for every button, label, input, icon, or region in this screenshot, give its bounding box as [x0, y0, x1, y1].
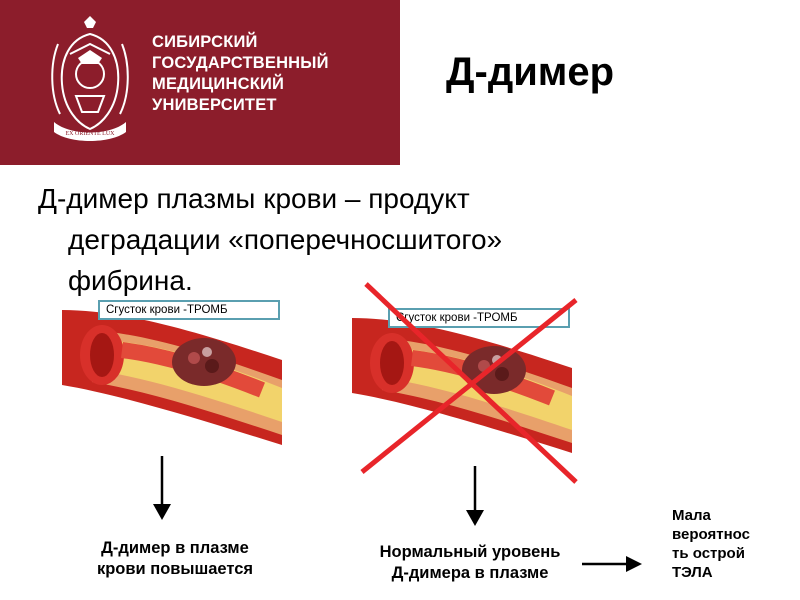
blood-vessel-icon	[352, 318, 572, 453]
caption-line: Д-димер в плазме	[101, 539, 249, 557]
university-emblem-icon: EX ORIENTE LUX	[51, 16, 129, 141]
university-name-line: ГОСУДАРСТВЕННЫЙ	[152, 54, 329, 72]
definition-text: Д-димер плазмы крови – продукт деградаци…	[38, 178, 638, 301]
caption-line: Д-димера в плазме	[391, 564, 549, 582]
slide-title: Д-димер	[446, 50, 615, 94]
vessel-illustration-right: Сгусток крови -ТРОМБ	[352, 308, 572, 453]
arrow-down-icon	[153, 456, 171, 520]
cross-out-icon	[360, 282, 578, 484]
thrombus-label: Сгусток крови -ТРОМБ	[98, 300, 280, 320]
university-name-line: МЕДИЦИНСКИЙ	[152, 75, 285, 93]
conclusion-line: ТЭЛА	[672, 564, 713, 581]
caption-line: Нормальный уровень	[379, 543, 561, 561]
conclusion-note: Мала вероятнос ть острой ТЭЛА	[672, 506, 792, 582]
definition-line: фибрина.	[68, 265, 193, 296]
vessel-illustration-left: Сгусток крови -ТРОМБ	[62, 300, 282, 445]
university-name-line: УНИВЕРСИТЕТ	[152, 96, 277, 114]
caption-left: Д-димер в плазме крови повышается	[60, 538, 290, 580]
thrombus-label: Сгусток крови -ТРОМБ	[388, 308, 570, 328]
conclusion-line: вероятнос	[672, 526, 750, 543]
arrow-down-icon	[466, 466, 484, 526]
emblem-motto: EX ORIENTE LUX	[66, 131, 116, 137]
caption-right: Нормальный уровень Д-димера в плазме	[345, 542, 595, 584]
conclusion-line: Мала	[672, 507, 711, 524]
university-name: СИБИРСКИЙ ГОСУДАРСТВЕННЫЙ МЕДИЦИНСКИЙ УН…	[152, 32, 392, 116]
arrow-right-icon	[582, 556, 642, 572]
university-name-line: СИБИРСКИЙ	[152, 33, 258, 51]
caption-line: крови повышается	[96, 560, 254, 578]
conclusion-line: ть острой	[672, 545, 745, 562]
blood-vessel-icon	[62, 310, 282, 445]
definition-line: деградации «поперечносшитого»	[68, 224, 503, 255]
definition-line: Д-димер плазмы крови – продукт	[38, 183, 470, 214]
university-header: EX ORIENTE LUX СИБИРСКИЙ ГОСУДАРСТВЕННЫЙ…	[0, 0, 400, 165]
